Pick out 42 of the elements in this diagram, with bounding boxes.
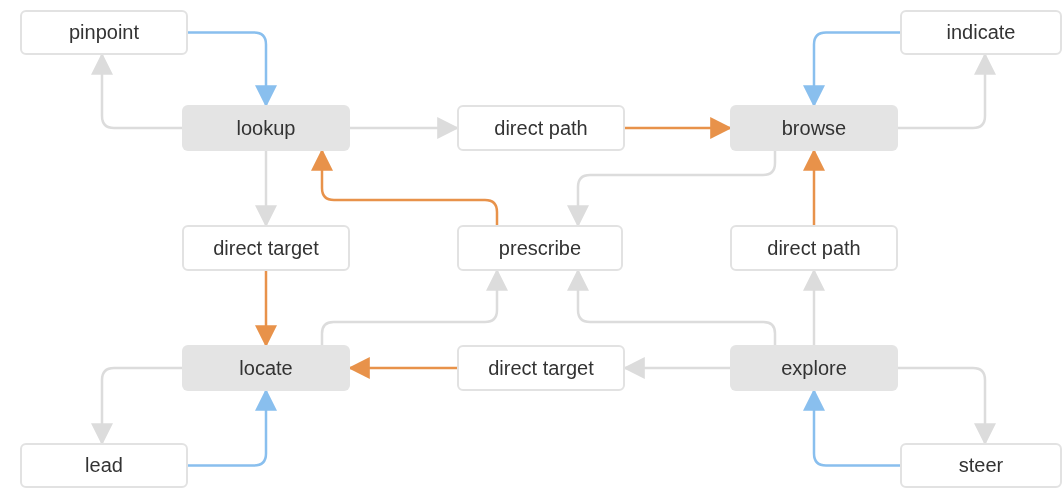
arrow [803,388,900,467]
node-label: browse [781,115,847,141]
label-box [457,225,623,271]
label-box [182,225,350,271]
process-box [730,105,898,151]
node-label: steer [958,453,1004,478]
arrow [898,52,996,130]
arrow [255,271,277,348]
arrow [803,268,825,345]
process-box [182,105,350,151]
arrow [311,148,499,225]
label-box [900,10,1062,55]
node-label: locate [239,355,293,381]
arrow [188,388,277,467]
arrow [803,148,825,225]
label-box [20,10,188,55]
node-label: pinpoint [68,20,140,45]
node-label: direct target [213,235,319,261]
node-label: direct path [767,235,861,261]
arrow [898,366,996,446]
arrow [188,31,277,108]
label-box [457,105,625,151]
arrow [91,52,182,130]
label-box [20,443,188,488]
node-label: lookup [236,115,296,141]
node-label: lead [85,453,123,478]
node-label: direct path [494,115,588,141]
node-label: prescribe [498,235,582,261]
process-box [182,345,350,391]
label-box [900,443,1062,488]
arrow [255,151,277,228]
arrow [320,268,508,345]
node-label: indicate [946,20,1016,45]
arrow [91,366,182,446]
label-box [457,345,625,391]
node-label: direct target [488,355,594,381]
node-label: explore [781,355,847,381]
label-box [730,225,898,271]
process-box [730,345,898,391]
arrow [567,151,777,228]
arrow [567,268,777,345]
arrow [803,31,900,108]
